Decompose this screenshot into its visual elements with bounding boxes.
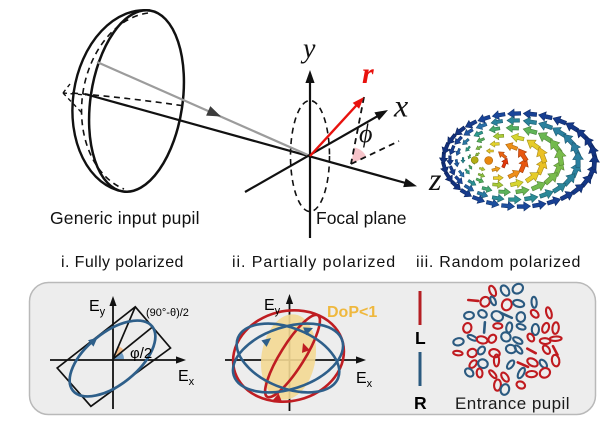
svg-text:R: R xyxy=(414,393,427,413)
svg-text:i. Fully polarized: i. Fully polarized xyxy=(61,254,184,271)
svg-text:iii. Random polarized: iii. Random polarized xyxy=(416,254,581,271)
svg-text:y: y xyxy=(300,34,316,65)
svg-text:φ/2: φ/2 xyxy=(130,345,152,362)
svg-text:DoP<1: DoP<1 xyxy=(327,304,377,321)
svg-text:z: z xyxy=(428,161,442,197)
svg-text:L: L xyxy=(415,328,426,348)
svg-text:r: r xyxy=(362,57,374,90)
svg-text:(90°-θ)/2: (90°-θ)/2 xyxy=(146,307,189,319)
svg-text:Entrance pupil: Entrance pupil xyxy=(455,394,570,413)
svg-text:Focal plane: Focal plane xyxy=(316,208,406,228)
svg-text:Generic input pupil: Generic input pupil xyxy=(50,208,200,228)
svg-text:ϕ: ϕ xyxy=(359,119,372,148)
svg-text:x: x xyxy=(393,88,408,124)
svg-text:ii. Partially polarized: ii. Partially polarized xyxy=(232,254,396,271)
